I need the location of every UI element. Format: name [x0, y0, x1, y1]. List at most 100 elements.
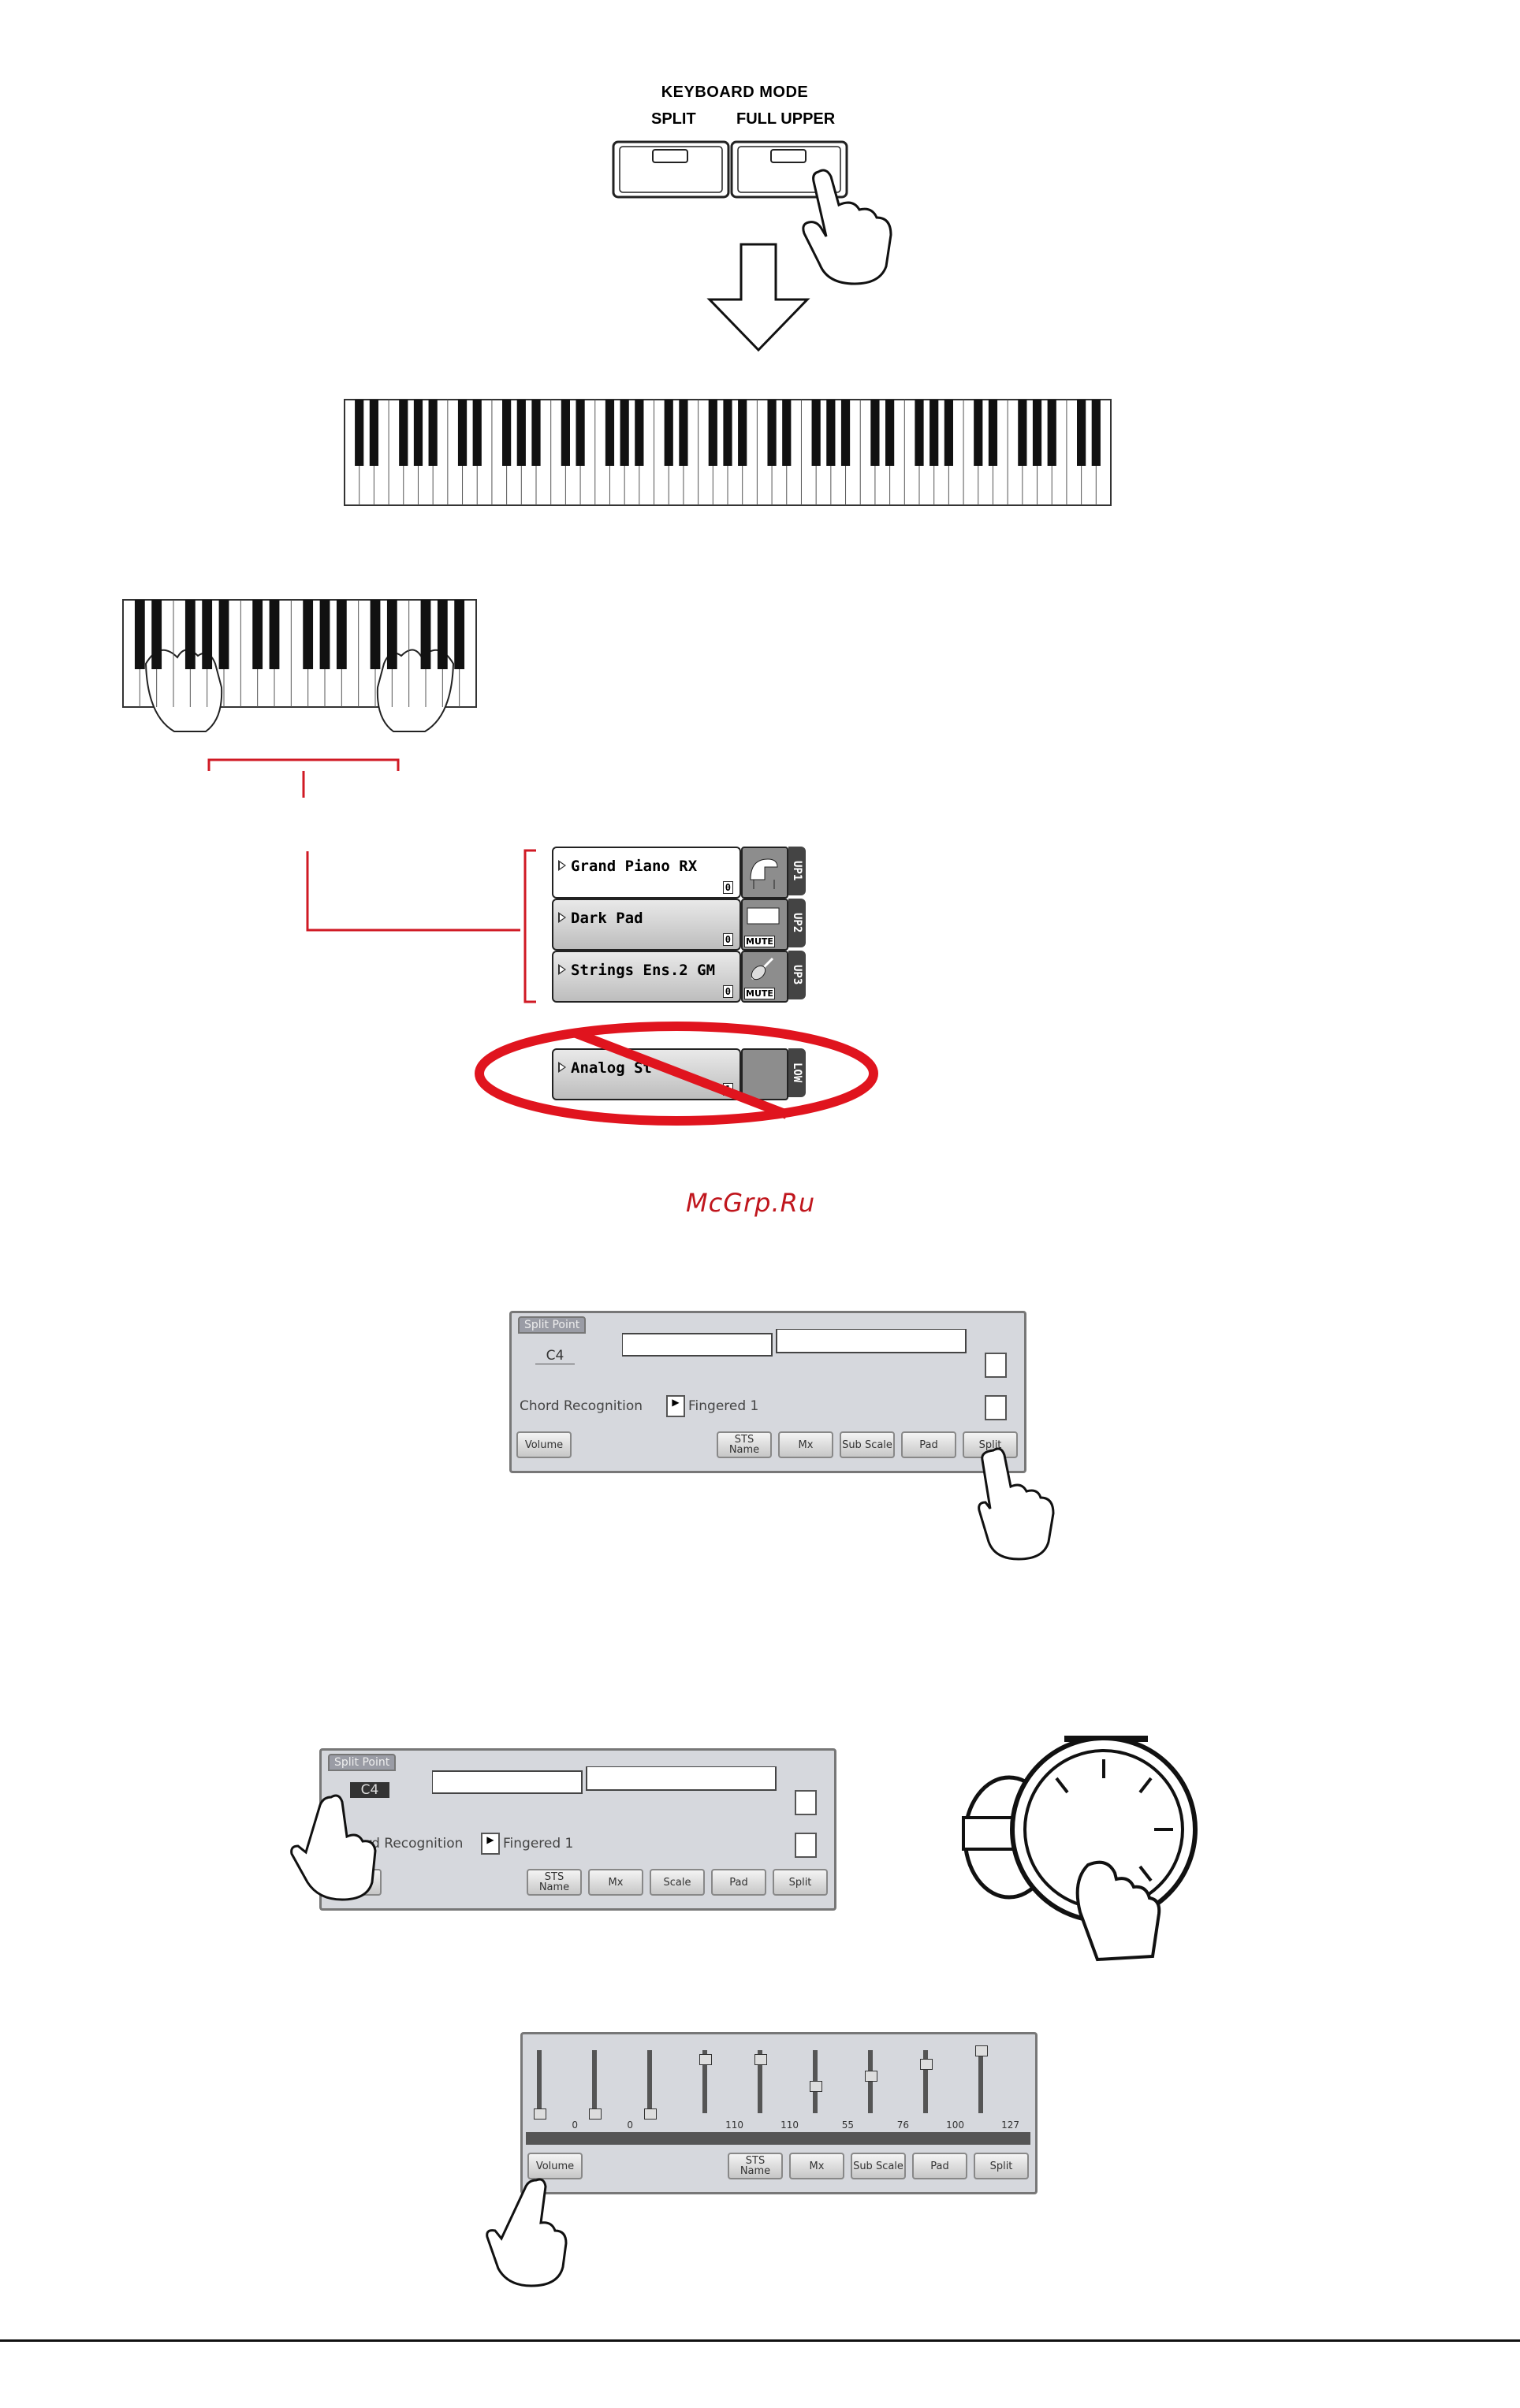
- black-key: [723, 400, 732, 466]
- range-bracket: [207, 758, 400, 771]
- volume-button[interactable]: Volume: [527, 2153, 583, 2179]
- octave-value: 0: [722, 933, 733, 946]
- split-button[interactable]: Split: [974, 2153, 1029, 2179]
- track-upper2[interactable]: Dark Pad 0 MUTE UP2: [552, 899, 806, 951]
- keyboard-mode-title: KEYBOARD MODE: [661, 84, 809, 101]
- pad-button[interactable]: Pad: [912, 2153, 967, 2179]
- play-triangle-icon: [558, 964, 566, 975]
- black-key: [840, 400, 851, 466]
- mixer-channel[interactable]: [641, 2039, 690, 2131]
- black-key: [767, 400, 777, 466]
- black-key: [738, 400, 747, 466]
- black-key: [336, 600, 347, 669]
- mx-button[interactable]: Mx: [789, 2153, 844, 2179]
- fader-track: [647, 2050, 652, 2113]
- black-key: [428, 400, 438, 466]
- black-key: [420, 600, 431, 669]
- mixer-channel[interactable]: 55: [807, 2039, 855, 2131]
- channel-volume-value: 0: [572, 2120, 578, 2131]
- track-upper3[interactable]: Strings Ens.2 GM 0 MUTE UP3: [552, 951, 806, 1003]
- side-icon[interactable]: [985, 1395, 1007, 1420]
- pad-button[interactable]: Pad: [711, 1869, 766, 1896]
- fader-knob[interactable]: [589, 2108, 602, 2120]
- mixer-channel[interactable]: 100: [917, 2039, 966, 2131]
- channel-name-strip: [526, 2132, 1030, 2145]
- scale-button[interactable]: Scale: [650, 1869, 705, 1896]
- mixer-channel[interactable]: 0: [531, 2039, 579, 2131]
- fader-knob[interactable]: [920, 2059, 933, 2070]
- connector-bracket: [306, 849, 536, 1003]
- mixer-channel[interactable]: 0: [586, 2039, 635, 2131]
- mx-button[interactable]: Mx: [588, 1869, 643, 1896]
- black-key: [620, 400, 629, 466]
- fader-knob[interactable]: [699, 2053, 712, 2065]
- black-key: [1077, 400, 1086, 466]
- split-point-value[interactable]: C4: [350, 1782, 389, 1798]
- chord-recognition-value: Fingered 1: [688, 1398, 759, 1414]
- mixer-channel[interactable]: 110: [696, 2039, 745, 2131]
- sub-scale-button[interactable]: Sub Scale: [840, 1431, 895, 1458]
- fader-track: [592, 2050, 597, 2113]
- black-key: [974, 400, 983, 466]
- watermark: McGrp.Ru: [686, 1188, 816, 1218]
- pad-button[interactable]: Pad: [901, 1431, 956, 1458]
- black-key: [826, 400, 836, 466]
- black-key: [184, 600, 196, 669]
- mixer-channel[interactable]: 127: [972, 2039, 1021, 2131]
- fader-knob[interactable]: [644, 2108, 657, 2120]
- full-upper-label: FULL UPPER: [736, 110, 836, 128]
- black-key: [635, 400, 644, 466]
- track-name: Dark Pad: [571, 910, 643, 927]
- play-triangle-icon: [558, 912, 566, 923]
- split-button[interactable]: Split: [773, 1869, 828, 1896]
- black-key: [531, 400, 541, 466]
- left-hand-icon: [144, 649, 223, 732]
- dropdown-arrow-icon[interactable]: ▶: [666, 1395, 685, 1417]
- black-key: [454, 600, 465, 669]
- fader-knob[interactable]: [810, 2081, 822, 2093]
- fader-knob[interactable]: [865, 2071, 877, 2082]
- black-key: [915, 400, 924, 466]
- fader-knob[interactable]: [975, 2045, 988, 2056]
- mixer-channel[interactable]: 76: [862, 2039, 911, 2131]
- pointing-hand-icon: [290, 1794, 377, 1901]
- sts-name-button[interactable]: STS Name: [527, 1869, 582, 1896]
- side-icon[interactable]: [985, 1353, 1007, 1378]
- mx-button[interactable]: Mx: [778, 1431, 833, 1458]
- black-key: [472, 400, 482, 466]
- track-tag: LOW: [788, 1048, 806, 1097]
- split-keyboard-display: [432, 1766, 777, 1794]
- black-key: [1032, 400, 1042, 466]
- black-key: [605, 400, 615, 466]
- mixer-channel[interactable]: 110: [751, 2039, 800, 2131]
- sts-name-button[interactable]: STS Name: [717, 1431, 772, 1458]
- sts-name-button[interactable]: STS Name: [728, 2153, 783, 2179]
- black-key: [269, 600, 280, 669]
- split-point-value[interactable]: C4: [535, 1348, 575, 1364]
- chord-recognition-value: Fingered 1: [503, 1836, 574, 1852]
- side-icon[interactable]: [795, 1833, 817, 1858]
- sub-scale-button[interactable]: Sub Scale: [851, 2153, 906, 2179]
- fader-track: [702, 2050, 707, 2113]
- pointing-hand-icon: [802, 169, 892, 285]
- black-key: [1018, 400, 1027, 466]
- channel-volume-value: 76: [896, 2120, 909, 2131]
- volume-button[interactable]: Volume: [516, 1431, 572, 1458]
- play-triangle-icon: [558, 860, 566, 871]
- channel-volume-value: 127: [1001, 2120, 1019, 2131]
- side-icon[interactable]: [795, 1790, 817, 1815]
- channel-volume-value: 100: [946, 2120, 964, 2131]
- fader-knob[interactable]: [754, 2053, 767, 2065]
- track-tag: UP2: [788, 899, 806, 947]
- track-upper1[interactable]: Grand Piano RX 0 UP1: [552, 847, 806, 899]
- fader-knob[interactable]: [534, 2108, 546, 2120]
- black-key: [399, 400, 408, 466]
- dial-illustration[interactable]: [962, 1723, 1198, 1983]
- fader-track: [978, 2050, 983, 2113]
- play-triangle-icon: [558, 1062, 566, 1073]
- violin-icon: MUTE: [741, 951, 788, 1003]
- split-button[interactable]: [612, 140, 730, 199]
- dropdown-arrow-icon[interactable]: ▶: [481, 1833, 500, 1855]
- split-point-tab: Split Point: [518, 1316, 587, 1334]
